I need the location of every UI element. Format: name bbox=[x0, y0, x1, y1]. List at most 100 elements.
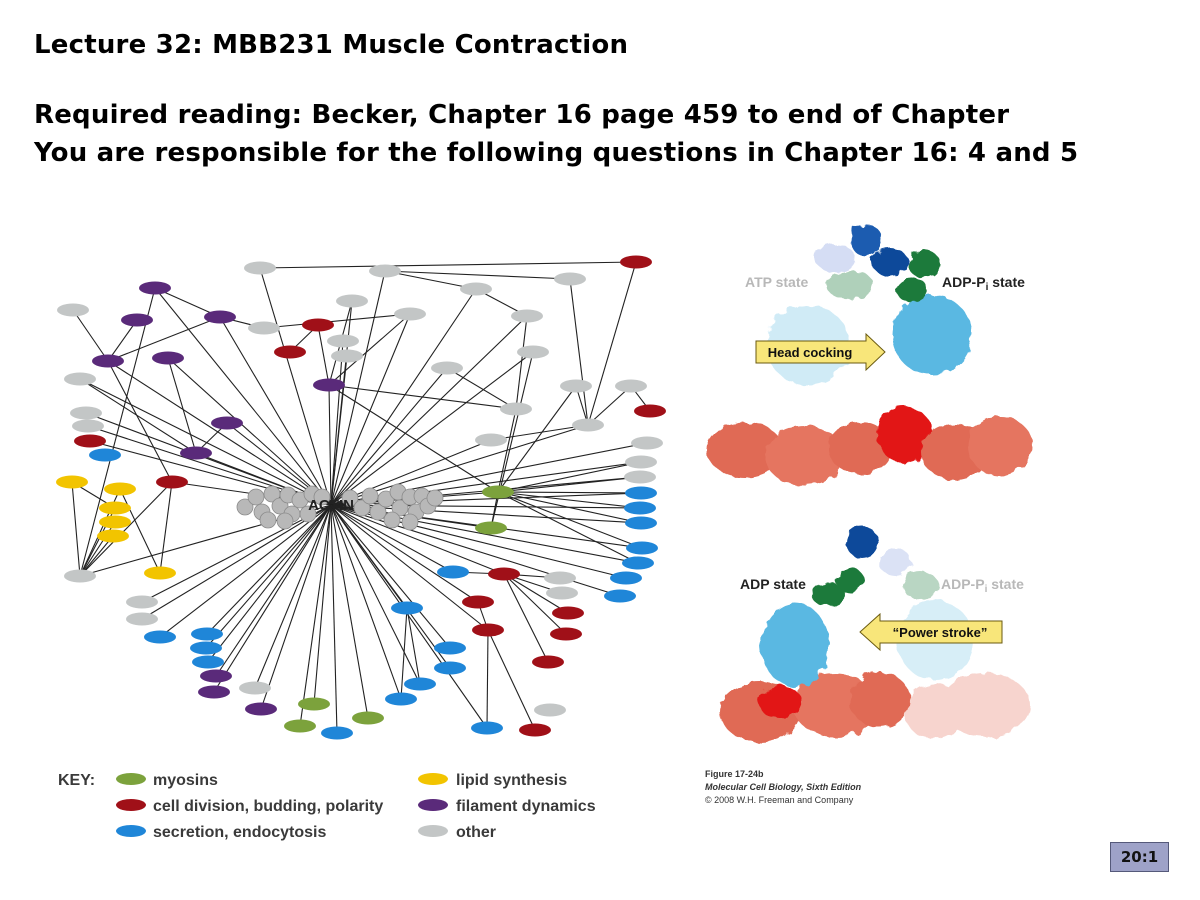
network-edge bbox=[107, 316, 221, 362]
network-edge bbox=[79, 287, 156, 577]
network-node-lipid-synthesis bbox=[99, 515, 131, 529]
network-node-other bbox=[460, 282, 492, 296]
network-edge bbox=[107, 360, 173, 483]
network-node-other bbox=[244, 261, 276, 275]
network-node-other bbox=[336, 294, 368, 308]
network-node-other bbox=[544, 571, 576, 585]
network-edge bbox=[79, 378, 197, 454]
adp-pi-state-label-bottom: ADP-Pi state bbox=[941, 576, 1024, 595]
actin-subunit bbox=[426, 489, 444, 507]
network-edge bbox=[330, 504, 505, 575]
actin-subunit bbox=[353, 499, 371, 517]
network-node-lipid-synthesis bbox=[144, 566, 176, 580]
network-node-secretion bbox=[144, 630, 176, 644]
network-edge bbox=[384, 270, 571, 280]
network-node-other bbox=[572, 418, 604, 432]
network-edge bbox=[141, 504, 332, 620]
network-edge bbox=[490, 351, 534, 529]
network-edge bbox=[400, 607, 408, 700]
network-edge bbox=[206, 504, 332, 635]
network-node-secretion bbox=[404, 677, 436, 691]
network-edge bbox=[215, 504, 332, 677]
network-node-secretion bbox=[610, 571, 642, 585]
actin-subunit bbox=[259, 511, 277, 529]
myosin-cycle-figure: ATP state ADP-Pi state Head cocking bbox=[705, 224, 1032, 805]
adp-state-label: ADP state bbox=[740, 576, 806, 592]
actin-interaction-network: ACTIN KEY: myosins cell division, buddin… bbox=[56, 255, 666, 841]
network-node-cell-division bbox=[634, 404, 666, 418]
network-node-cell-division bbox=[462, 595, 494, 609]
actin-subunit bbox=[383, 511, 401, 529]
adp-pi-state-label-top: ADP-Pi state bbox=[942, 274, 1025, 293]
network-edge bbox=[384, 270, 477, 290]
network-edge bbox=[330, 504, 479, 603]
network-node-other bbox=[70, 406, 102, 420]
network-edge bbox=[487, 629, 536, 731]
key-label-cell-division: cell division, budding, polarity bbox=[153, 798, 383, 815]
network-edge bbox=[260, 504, 332, 710]
network-edge bbox=[79, 535, 114, 577]
network-node-other bbox=[369, 264, 401, 278]
actin-filament-bottom bbox=[720, 672, 910, 742]
network-edge bbox=[259, 261, 637, 269]
network-node-lipid-synthesis bbox=[104, 482, 136, 496]
network-node-lipid-synthesis bbox=[97, 529, 129, 543]
key-label-filament-dynamics: filament dynamics bbox=[456, 798, 596, 815]
network-node-other bbox=[239, 681, 271, 695]
key-swatch-secretion bbox=[116, 825, 146, 837]
network-edge bbox=[330, 504, 421, 685]
network-edge bbox=[72, 309, 109, 362]
actin-subunit bbox=[276, 512, 294, 530]
network-edge bbox=[167, 357, 197, 454]
network-node-myosin bbox=[298, 697, 330, 711]
network-edge bbox=[159, 504, 332, 638]
network-node-cell-division bbox=[552, 606, 584, 620]
network-edge bbox=[330, 355, 348, 506]
network-edge bbox=[313, 504, 332, 705]
network-edge bbox=[497, 491, 641, 509]
actin-subunit bbox=[401, 513, 419, 531]
network-node-secretion bbox=[437, 565, 469, 579]
network-edge bbox=[328, 384, 499, 493]
network-node-secretion bbox=[471, 721, 503, 735]
actin-label: ACTIN bbox=[308, 497, 354, 514]
network-node-cell-division bbox=[74, 434, 106, 448]
network-node-myosin bbox=[482, 485, 514, 499]
key-swatch-filament-dynamics bbox=[418, 799, 448, 811]
network-node-other bbox=[546, 586, 578, 600]
slide-title: Lecture 32: MBB231 Muscle Contraction bbox=[34, 30, 629, 60]
network-edge bbox=[497, 491, 643, 549]
network-node-secretion bbox=[192, 655, 224, 669]
network-node-filament-dynamics bbox=[198, 685, 230, 699]
network-node-secretion bbox=[434, 661, 466, 675]
network-node-other bbox=[331, 349, 363, 363]
network-node-other bbox=[64, 372, 96, 386]
network-node-other bbox=[625, 455, 657, 469]
network-edge bbox=[330, 288, 477, 506]
network-node-secretion bbox=[89, 448, 121, 462]
network-node-secretion bbox=[625, 486, 657, 500]
network-edge bbox=[299, 504, 332, 727]
network-node-secretion bbox=[191, 627, 223, 641]
network-node-secretion bbox=[604, 589, 636, 603]
network-edge bbox=[330, 270, 386, 506]
network-edge bbox=[486, 629, 489, 729]
network-edge bbox=[497, 491, 639, 564]
network-node-secretion bbox=[321, 726, 353, 740]
actin-subunit bbox=[361, 487, 379, 505]
network-edge bbox=[328, 384, 517, 410]
network-node-cell-division bbox=[532, 655, 564, 669]
actin-subunit bbox=[313, 488, 331, 506]
network-edge bbox=[330, 504, 338, 734]
network-edge bbox=[497, 491, 642, 524]
actin-cluster bbox=[236, 483, 444, 531]
network-edge bbox=[141, 504, 332, 603]
head-cocking-label: Head cocking bbox=[768, 345, 853, 360]
network-node-lipid-synthesis bbox=[99, 501, 131, 515]
network-node-cell-division bbox=[156, 475, 188, 489]
actin-subunit bbox=[391, 499, 409, 517]
network-edge bbox=[159, 481, 173, 574]
network-edge bbox=[497, 385, 577, 493]
network-edge bbox=[207, 504, 332, 663]
key-swatch-cell-division bbox=[116, 799, 146, 811]
